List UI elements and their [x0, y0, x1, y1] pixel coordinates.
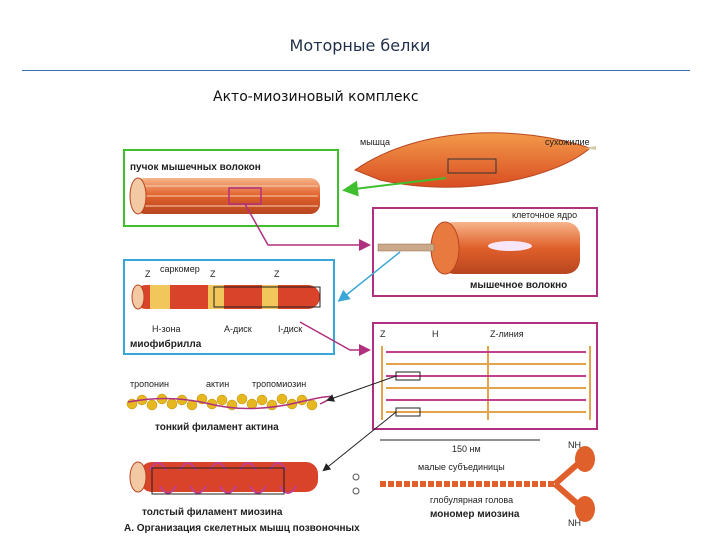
label-z1: Z: [145, 269, 151, 279]
arrow-muscle-bundle: [342, 177, 447, 197]
label-nh-bottom: NH: [568, 518, 581, 528]
fiber-frame: [372, 207, 598, 297]
label-nucleus: клеточное ядро: [512, 210, 577, 220]
thin-filament: [126, 393, 332, 411]
fiber-bundle: [129, 177, 320, 215]
label-thin-filament: тонкий филамент актина: [155, 421, 279, 433]
bundle-frame: [123, 149, 339, 227]
myofibril: [131, 284, 321, 310]
thick-filament: [129, 461, 318, 495]
arrow-myofibril-sarcomere: [299, 321, 371, 356]
label-globular-head: глобулярная голова: [430, 495, 513, 505]
label-thick-filament: толстый филамент миозина: [142, 506, 283, 518]
label-z2: Z: [210, 269, 216, 279]
label-nh-top: NH: [568, 440, 581, 450]
label-tropomyosin: тропомиозин: [252, 379, 306, 389]
label-troponin: тропонин: [130, 379, 169, 389]
label-a-disc: А-диск: [224, 324, 252, 334]
label-myofibril: миофибрилла: [130, 338, 202, 350]
label-small-subunits: малые субъединицы: [418, 462, 505, 472]
page-subtitle: Акто-миозиновый комплекс: [213, 89, 419, 105]
muscle-shape: [353, 132, 596, 188]
title-divider: [22, 70, 690, 71]
arrow-thick: [322, 411, 397, 472]
page-title: Моторные белки: [289, 36, 431, 55]
arrow-bundle-fiber: [244, 203, 371, 251]
label-sh: H: [432, 329, 439, 339]
label-z-line: Z-линия: [490, 329, 524, 339]
muscle-fiber: [377, 221, 580, 275]
myosin-monomer: [352, 446, 595, 522]
label-tendon: сухожилие: [545, 137, 590, 147]
label-h-zone: Н-зона: [152, 324, 181, 334]
label-i-disc: I-диск: [278, 324, 302, 334]
arrow-fiber-myofibril: [337, 251, 401, 302]
sarcomere-frame: [372, 322, 598, 430]
figure-caption: А. Организация скелетных мышц позвоночны…: [124, 523, 360, 534]
myofibril-frame: [123, 259, 335, 355]
label-actin: актин: [206, 379, 229, 389]
label-sz: Z: [380, 329, 386, 339]
label-muscle: мышца: [360, 137, 390, 147]
label-z3: Z: [274, 269, 280, 279]
label-sarcomere: саркомер: [160, 264, 200, 274]
arrow-thin: [326, 375, 397, 402]
label-fiber: мышечное волокно: [470, 280, 567, 291]
label-myosin-monomer: мономер миозина: [430, 509, 520, 520]
label-bundle: пучок мышечных волокон: [130, 162, 261, 173]
sarcomere-filaments: [381, 346, 591, 420]
label-nm: 150 нм: [452, 444, 481, 454]
